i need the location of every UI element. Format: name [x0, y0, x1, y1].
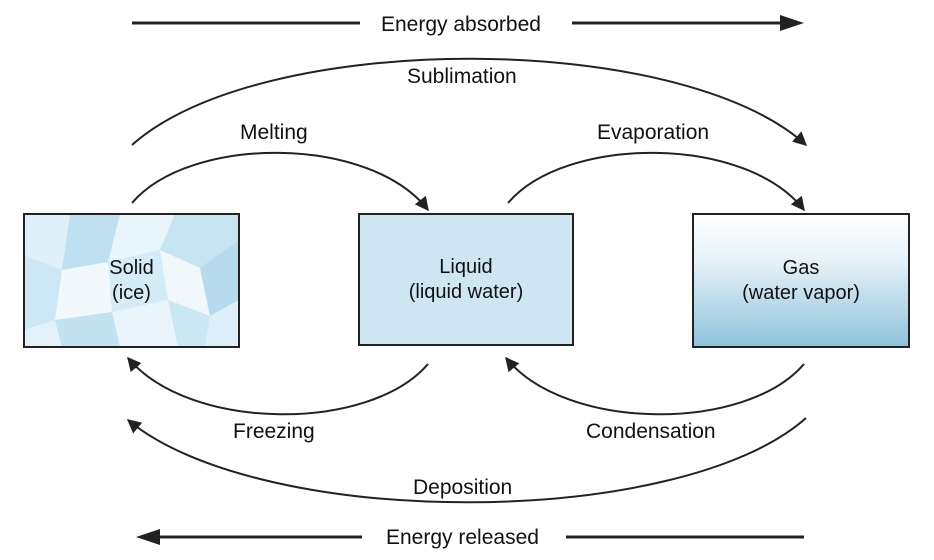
deposition-label: Deposition	[413, 476, 513, 499]
freezing-label: Freezing	[233, 420, 315, 443]
melting-arrow	[131, 151, 429, 212]
solid-title: Solid	[109, 256, 154, 279]
energy-released-label: Energy released	[386, 526, 539, 549]
liquid-subtitle: (liquid water)	[408, 280, 524, 303]
energy-absorbed-arrowhead	[780, 15, 804, 31]
gas-state-box: Gas (water vapor)	[693, 214, 909, 347]
liquid-title: Liquid	[439, 255, 493, 278]
energy-absorbed-label: Energy absorbed	[381, 13, 541, 36]
sublimation-arrow	[131, 57, 808, 146]
sublimation-label: Sublimation	[407, 65, 517, 88]
gas-title: Gas	[782, 256, 820, 279]
gas-box-fill	[692, 213, 910, 348]
solid-state-box: Solid (ice)	[24, 214, 239, 347]
deposition-arrow	[126, 417, 807, 504]
ice-texture	[24, 214, 239, 347]
evaporation-label: Evaporation	[597, 121, 710, 144]
solid-subtitle: (ice)	[112, 281, 151, 304]
melting-label: Melting	[240, 121, 308, 144]
solid-box-border	[23, 213, 240, 348]
condensation-label: Condensation	[586, 420, 716, 443]
liquid-state-box: Liquid (liquid water)	[359, 214, 573, 345]
gas-subtitle: (water vapor)	[742, 281, 860, 304]
freezing-arrow	[127, 356, 429, 416]
evaporation-arrow	[507, 151, 805, 212]
liquid-box-fill	[358, 213, 574, 346]
energy-released-arrowhead	[136, 529, 160, 545]
condensation-arrow	[505, 356, 805, 416]
